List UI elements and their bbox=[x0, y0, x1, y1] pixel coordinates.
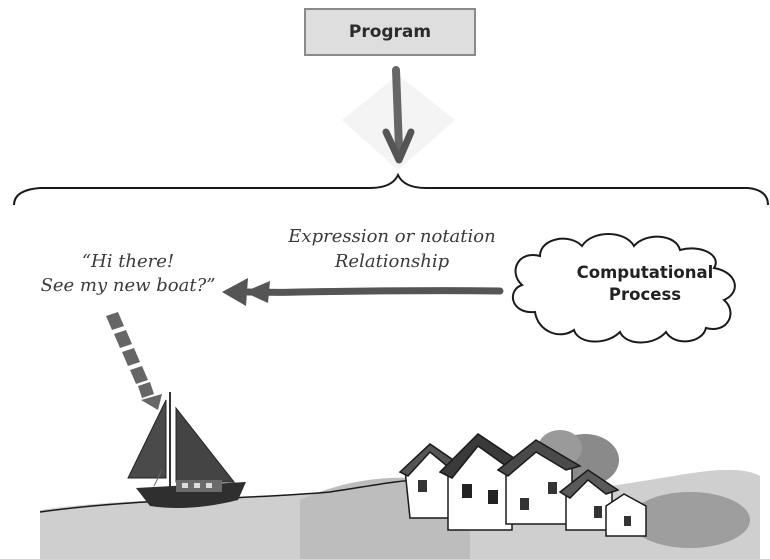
left-arrow-icon bbox=[222, 278, 504, 306]
speech-line-2: See my new boat?” bbox=[40, 275, 216, 296]
curly-brace bbox=[13, 172, 769, 206]
computational-process-label: Computational Process bbox=[545, 262, 745, 306]
dashed-arrow-icon bbox=[106, 312, 162, 410]
shore-line bbox=[39, 479, 421, 513]
speech-line-1: “Hi there! bbox=[81, 251, 175, 272]
relationship-line-2: Relationship bbox=[334, 251, 450, 272]
process-line-2: Process bbox=[608, 285, 682, 304]
cloud-icon bbox=[512, 233, 736, 344]
program-label: Program bbox=[348, 22, 432, 42]
sailboat-icon bbox=[127, 392, 246, 508]
process-line-1: Computational bbox=[576, 263, 714, 282]
program-box: Program bbox=[304, 8, 476, 56]
down-arrow-icon bbox=[382, 66, 415, 164]
village-icon bbox=[398, 430, 750, 548]
speech-bubble-text: “Hi there! See my new boat?” bbox=[40, 250, 216, 298]
relationship-line-1: Expression or notation bbox=[288, 226, 496, 247]
relationship-label: Expression or notation Relationship bbox=[262, 224, 522, 274]
